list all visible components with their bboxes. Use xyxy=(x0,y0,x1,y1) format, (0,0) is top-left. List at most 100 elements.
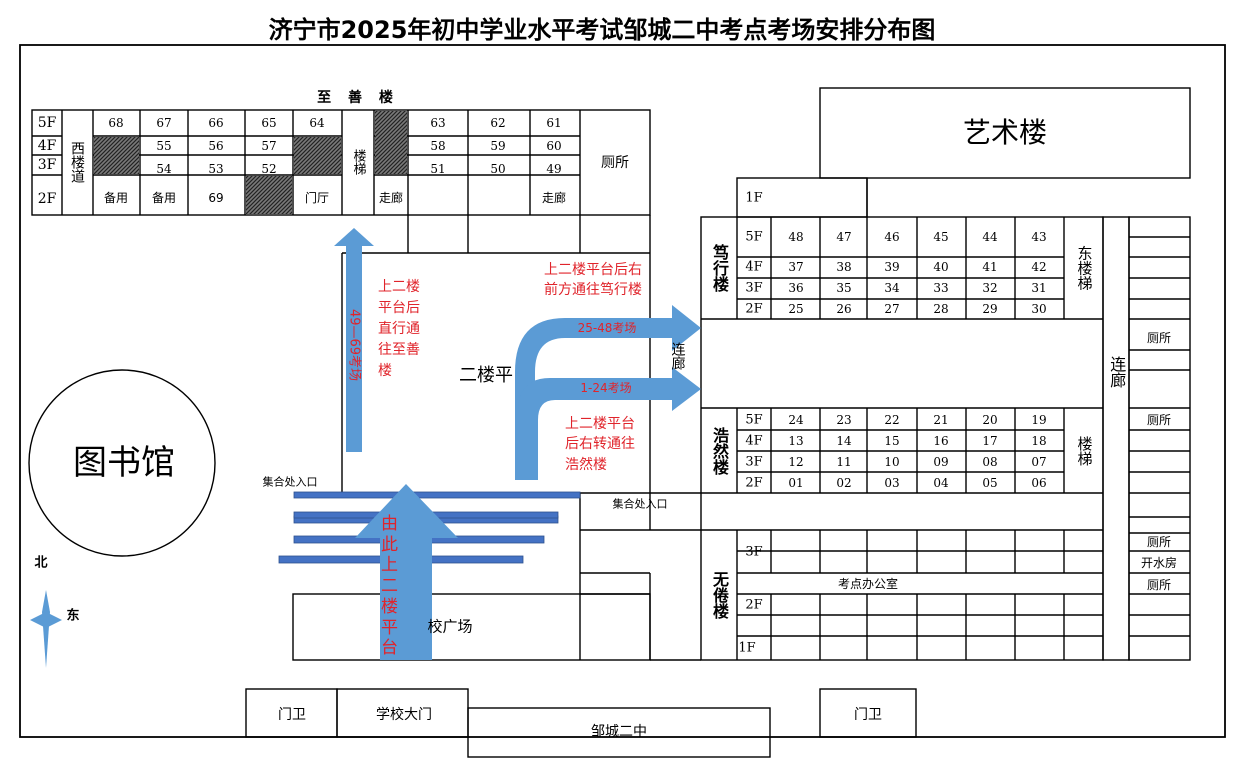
floor-label: 2F xyxy=(745,475,763,491)
gate-label: 学校大门 xyxy=(376,707,432,723)
zhishan-name: 至 善 楼 xyxy=(317,90,399,106)
room-number: 22 xyxy=(884,413,900,427)
room-number: 16 xyxy=(933,434,949,448)
library-building xyxy=(28,369,216,557)
room-number: 07 xyxy=(1031,455,1047,469)
floor-label: 1F xyxy=(745,190,763,206)
east-corridor xyxy=(1102,216,1130,661)
lower-curve-arrow xyxy=(518,367,701,480)
guard-label: 门卫 xyxy=(854,707,882,723)
room-label: 备用 xyxy=(151,191,177,205)
room-number: 33 xyxy=(933,281,949,295)
room-number: 46 xyxy=(884,230,900,244)
corridor-label: 走廊 xyxy=(378,191,404,205)
floor-label: 4F xyxy=(37,138,57,154)
room-label: 门厅 xyxy=(304,191,330,205)
room-number: 35 xyxy=(836,281,852,295)
compass-cross xyxy=(30,612,62,628)
floor-label: 3F xyxy=(745,280,763,296)
zhishan-building xyxy=(31,109,651,216)
room-number: 59 xyxy=(490,139,506,153)
assembly-entrance: 集合处入口 xyxy=(262,475,318,489)
room-number: 38 xyxy=(836,260,852,274)
page-title: 济宁市2025年初中学业水平考试邹城二中考点考场安排分布图 xyxy=(268,16,936,44)
entry-arrow xyxy=(355,484,458,660)
room-number: 25 xyxy=(788,302,804,316)
room-number: 68 xyxy=(108,116,124,130)
haoran-stair: 楼梯 xyxy=(1075,436,1094,466)
floor-label: 4F xyxy=(745,433,763,449)
room-number: 20 xyxy=(982,413,998,427)
room-number: 66 xyxy=(208,116,224,130)
west-stair: 西楼道 xyxy=(69,141,85,183)
room-number: 53 xyxy=(208,162,224,176)
wujuan-name: 无倦楼 xyxy=(710,571,729,619)
floor-label: 2F xyxy=(745,597,763,613)
room-number: 13 xyxy=(788,434,804,448)
room-number: 03 xyxy=(884,476,900,490)
up-arrow-label: 49—69考场 xyxy=(346,308,362,382)
lower-arrow-label: 1-24考场 xyxy=(580,381,632,395)
water-room-label: 开水房 xyxy=(1140,556,1178,570)
assembly-entrance: 集合处入口 xyxy=(612,497,668,511)
room-number: 24 xyxy=(788,413,804,427)
room-number: 48 xyxy=(788,230,804,244)
room-number: 44 xyxy=(982,230,998,244)
floor-label: 3F xyxy=(37,157,57,173)
room-number: 61 xyxy=(546,116,562,130)
room-number: 62 xyxy=(490,116,506,130)
room-number: 41 xyxy=(982,260,998,274)
duxing-name: 笃行楼 xyxy=(710,244,729,292)
guard-label: 门卫 xyxy=(278,707,306,723)
library-name: 图书馆 xyxy=(73,443,175,483)
room-number: 54 xyxy=(156,162,172,176)
toilet-label: 厕所 xyxy=(1146,578,1172,592)
room-number: 19 xyxy=(1031,413,1047,427)
route-zhishan: 上二楼平台后直行通往至善楼 xyxy=(378,279,420,379)
platform-label: 二楼平 xyxy=(459,365,513,386)
room-number: 02 xyxy=(836,476,852,490)
room-number: 01 xyxy=(788,476,804,490)
room-number: 43 xyxy=(1031,230,1047,244)
floor-label: 5F xyxy=(37,115,57,131)
blocked-room xyxy=(246,176,292,214)
floor-label: 2F xyxy=(37,191,57,207)
toilet-label: 厕所 xyxy=(1146,535,1172,549)
east-corridor-label: 连廊 xyxy=(1107,356,1127,388)
room-number: 49 xyxy=(546,162,562,176)
compass-east: 东 xyxy=(66,608,80,624)
blocked-room xyxy=(294,137,341,174)
room-number: 28 xyxy=(933,302,949,316)
east-rooms xyxy=(1128,216,1191,661)
haoran-name: 浩然楼 xyxy=(710,427,729,475)
blocked-room xyxy=(375,111,407,174)
toilet-label: 厕所 xyxy=(601,155,629,171)
room-number: 39 xyxy=(884,260,900,274)
room-number: 14 xyxy=(836,434,852,448)
floor-label: 1F xyxy=(738,640,756,656)
room-number: 51 xyxy=(430,162,446,176)
room-number: 23 xyxy=(836,413,852,427)
room-number: 17 xyxy=(982,434,998,448)
room-number: 37 xyxy=(788,260,804,274)
room-label: 69 xyxy=(208,191,224,205)
square-label: 校广场 xyxy=(427,617,473,636)
toilet-label: 厕所 xyxy=(1146,331,1172,345)
toilet-label: 厕所 xyxy=(1146,413,1172,427)
room-number: 36 xyxy=(788,281,804,295)
guard-right xyxy=(819,688,917,738)
room-number: 05 xyxy=(982,476,998,490)
route-duxing: 上二楼平台后右前方通往笃行楼 xyxy=(544,262,642,299)
site-boundary xyxy=(19,44,1226,738)
room-number: 18 xyxy=(1031,434,1047,448)
room-number: 67 xyxy=(156,116,172,130)
room-number: 45 xyxy=(933,230,949,244)
floor-label: 3F xyxy=(745,544,763,560)
room-number: 11 xyxy=(836,455,852,469)
compass-north: 北 xyxy=(34,555,48,571)
room-number: 42 xyxy=(1031,260,1047,274)
room-number: 27 xyxy=(884,302,900,316)
floor-label: 2F xyxy=(745,301,763,317)
art-building xyxy=(819,87,1191,179)
room-number: 57 xyxy=(261,139,277,153)
